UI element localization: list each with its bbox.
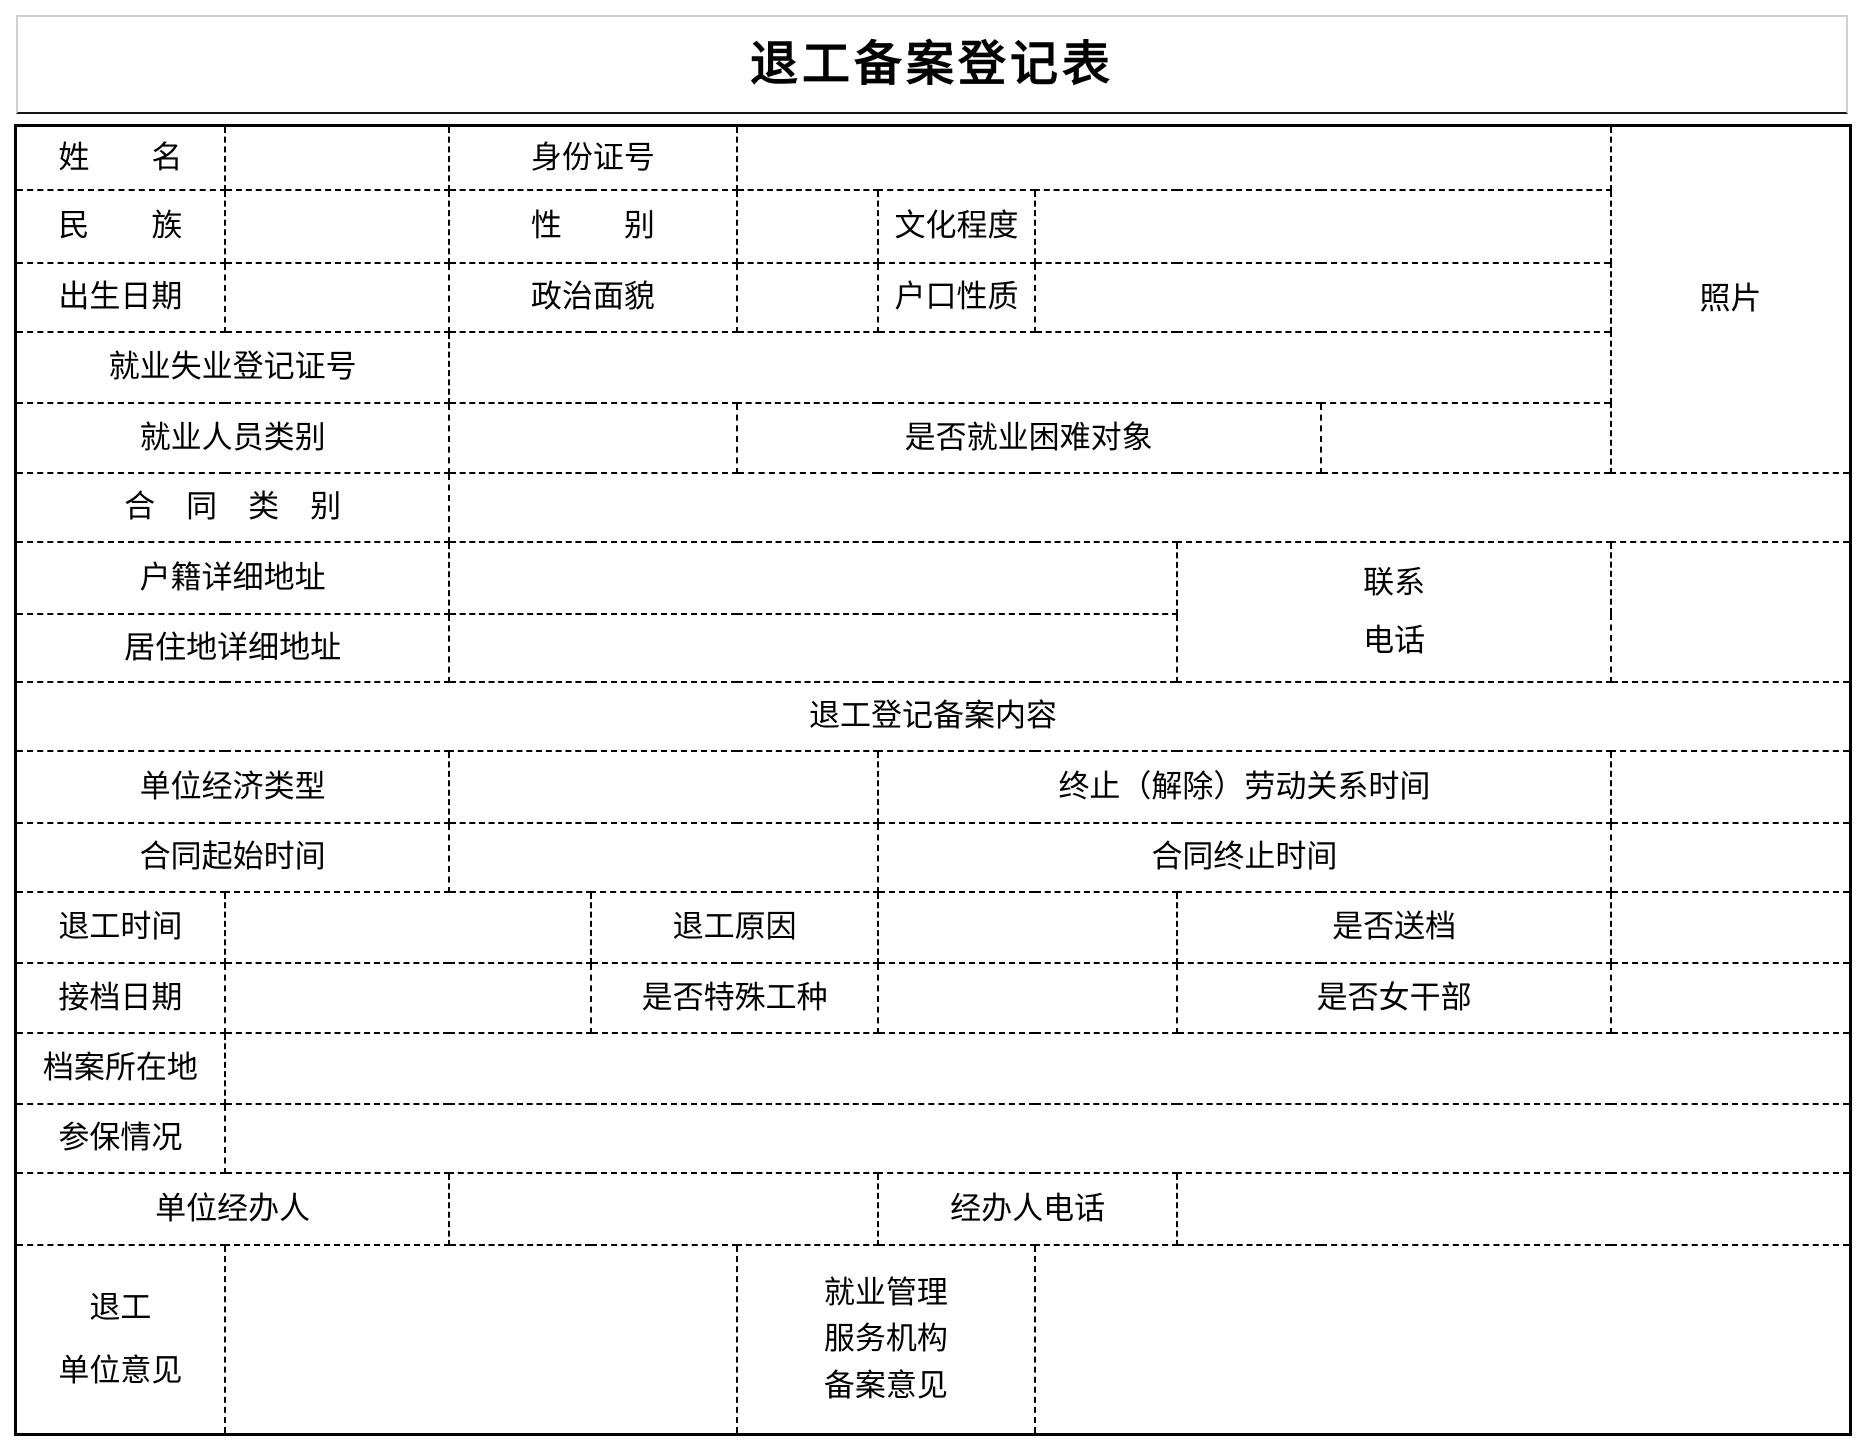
row-insurance-status: 参保情况 xyxy=(14,1102,1852,1174)
row-file-receive: 接档日期 是否特殊工种 是否女干部 xyxy=(14,961,1852,1034)
political-value-cell xyxy=(735,261,879,333)
household-value-cell xyxy=(1034,261,1613,333)
contract-category-label: 合 同 类 别 xyxy=(14,471,451,543)
row-name-id: 姓 名 身份证号 照片 xyxy=(14,124,1852,474)
residence-address-value-cell xyxy=(448,612,1179,683)
contact-phone-label-line1: 联系 xyxy=(1363,565,1426,601)
gender-label: 性 别 xyxy=(448,188,738,264)
agency-opinion-label: 就业管理 服务机构 备案意见 xyxy=(735,1243,1037,1436)
agent-phone-value-cell xyxy=(1176,1171,1852,1246)
agency-opinion-label-line3: 备案意见 xyxy=(823,1367,948,1403)
id-number-value-cell xyxy=(735,124,1613,191)
file-receive-date-label: 接档日期 xyxy=(14,961,226,1034)
contract-end-value-cell xyxy=(1610,821,1852,893)
row-birth-political-household: 出生日期 政治面貌 户口性质 xyxy=(14,261,1851,333)
gender-value-cell xyxy=(735,188,879,264)
agency-opinion-label-line1: 就业管理 xyxy=(823,1274,948,1310)
row-contract-category: 合 同 类 别 xyxy=(14,471,1852,543)
unit-opinion-label-line2: 单位意见 xyxy=(58,1353,183,1389)
file-sent-value-cell xyxy=(1610,890,1852,964)
person-category-value-cell xyxy=(448,401,738,474)
birth-date-label: 出生日期 xyxy=(14,261,226,333)
unit-agent-value-cell xyxy=(448,1171,879,1246)
row-registered-address: 户籍详细地址 联系 电话 xyxy=(14,540,1852,683)
row-contract-dates: 合同起始时间 合同终止时间 xyxy=(14,821,1852,893)
termination-time-label: 终止（解除）劳动关系时间 xyxy=(876,749,1613,824)
name-label: 姓 名 xyxy=(14,124,226,191)
special-job-label: 是否特殊工种 xyxy=(590,961,879,1034)
household-label: 户口性质 xyxy=(876,261,1037,333)
education-value-cell xyxy=(1034,188,1613,264)
photo-placeholder: 照片 xyxy=(1610,124,1852,474)
row-ethnic-gender-education: 民 族 性 别 文化程度 xyxy=(14,188,1851,264)
page-title: 退工备案登记表 xyxy=(749,37,1114,91)
unit-opinion-label: 退工 单位意见 xyxy=(14,1243,226,1436)
economic-type-label: 单位经济类型 xyxy=(14,749,451,824)
female-cadre-label: 是否女干部 xyxy=(1176,961,1613,1034)
difficulty-target-label: 是否就业困难对象 xyxy=(735,401,1322,474)
registration-form-table: 姓 名 身份证号 照片 民 族 性 别 文化程度 出生日期 政治面貌 户口性质 … xyxy=(14,124,1852,1436)
resign-time-label: 退工时间 xyxy=(14,890,226,964)
contact-phone-value-cell xyxy=(1610,540,1852,683)
termination-time-value-cell xyxy=(1610,749,1852,824)
file-receive-date-value-cell xyxy=(223,961,593,1034)
birth-date-value-cell xyxy=(223,261,451,333)
ethnic-value-cell xyxy=(223,188,451,264)
row-resign-time: 退工时间 退工原因 是否送档 xyxy=(14,890,1852,964)
id-number-label: 身份证号 xyxy=(448,124,738,191)
education-label: 文化程度 xyxy=(876,188,1037,264)
female-cadre-value-cell xyxy=(1610,961,1852,1034)
row-opinions: 退工 单位意见 就业管理 服务机构 备案意见 xyxy=(14,1243,1852,1436)
file-sent-label: 是否送档 xyxy=(1176,890,1613,964)
resign-reason-value-cell xyxy=(876,890,1179,964)
special-job-value-cell xyxy=(876,961,1179,1034)
contract-start-value-cell xyxy=(448,821,879,893)
contact-phone-label-line2: 电话 xyxy=(1363,622,1426,658)
contract-start-label: 合同起始时间 xyxy=(14,821,451,893)
title-box: 退工备案登记表 xyxy=(16,15,1848,114)
row-file-location: 档案所在地 xyxy=(14,1031,1852,1105)
political-label: 政治面貌 xyxy=(448,261,738,333)
insurance-status-value-cell xyxy=(223,1102,1852,1174)
resign-time-value-cell xyxy=(223,890,593,964)
insurance-status-label: 参保情况 xyxy=(14,1102,226,1174)
job-cert-no-value-cell xyxy=(448,330,1613,404)
agency-opinion-value-cell xyxy=(1034,1243,1852,1436)
row-unit-agent: 单位经办人 经办人电话 xyxy=(14,1171,1852,1246)
unit-opinion-value-cell xyxy=(223,1243,738,1436)
row-residence-address: 居住地详细地址 xyxy=(14,612,1851,683)
row-job-cert-no: 就业失业登记证号 xyxy=(14,330,1851,404)
difficulty-target-value-cell xyxy=(1319,401,1613,474)
agent-phone-label: 经办人电话 xyxy=(876,1171,1179,1246)
row-person-category: 就业人员类别 是否就业困难对象 xyxy=(14,401,1851,474)
contract-end-label: 合同终止时间 xyxy=(876,821,1613,893)
name-value-cell xyxy=(223,124,451,191)
residence-address-label: 居住地详细地址 xyxy=(14,612,451,683)
registered-address-label: 户籍详细地址 xyxy=(14,540,451,615)
resign-reason-label: 退工原因 xyxy=(590,890,879,964)
contract-category-value-cell xyxy=(448,471,1852,543)
unit-opinion-label-line1: 退工 xyxy=(89,1289,152,1325)
file-location-value-cell xyxy=(223,1031,1852,1105)
job-cert-no-label: 就业失业登记证号 xyxy=(14,330,451,404)
row-economic-type: 单位经济类型 终止（解除）劳动关系时间 xyxy=(14,749,1852,824)
ethnic-label: 民 族 xyxy=(14,188,226,264)
person-category-label: 就业人员类别 xyxy=(14,401,451,474)
agency-opinion-label-line2: 服务机构 xyxy=(823,1321,948,1356)
file-location-label: 档案所在地 xyxy=(14,1031,226,1105)
row-section-header: 退工登记备案内容 xyxy=(14,680,1852,752)
registered-address-value-cell xyxy=(448,540,1179,615)
economic-type-value-cell xyxy=(448,749,879,824)
contact-phone-label: 联系 电话 xyxy=(1176,540,1613,683)
unit-agent-label: 单位经办人 xyxy=(14,1171,451,1246)
section-header: 退工登记备案内容 xyxy=(14,680,1852,752)
